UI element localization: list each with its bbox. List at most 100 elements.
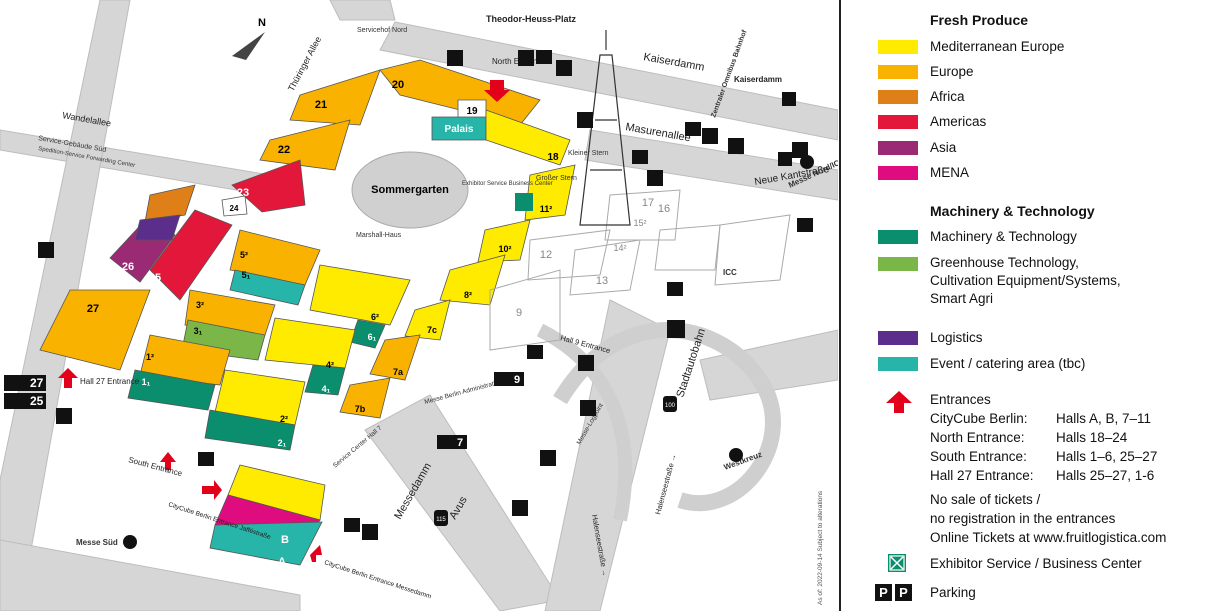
swatch bbox=[878, 115, 918, 129]
interchange-ramp bbox=[536, 323, 633, 522]
north-arrow-icon bbox=[232, 32, 265, 60]
hall-24 bbox=[221, 195, 248, 217]
entrance-row: CityCube Berlin:Halls A, B, 7–11 bbox=[930, 409, 1210, 428]
entrance-arrow-north-icon bbox=[484, 80, 510, 102]
parking-icon bbox=[728, 138, 744, 154]
legend-item-machinery: Machinery & Technology bbox=[878, 227, 1077, 247]
parking-icon bbox=[38, 242, 54, 258]
gate-27-label: 27 bbox=[30, 376, 44, 390]
legend-tickets: No sale of tickets / no registration in … bbox=[930, 490, 1210, 547]
hall-A bbox=[209, 521, 323, 566]
hall-1b bbox=[127, 369, 216, 411]
parking-icon bbox=[578, 355, 594, 371]
place-grosser-stern: Großer Stern bbox=[536, 175, 577, 182]
hall-label-7b: 7b bbox=[355, 404, 366, 414]
road-115-label: 115 bbox=[436, 517, 446, 523]
place-kleiner-stern: Kleiner Stern bbox=[568, 150, 609, 157]
swatch bbox=[878, 331, 918, 345]
place-messe-sued: Messe Süd bbox=[76, 538, 118, 547]
entrance-row: Hall 27 Entrance:Halls 25–27, 1-6 bbox=[930, 466, 1210, 485]
entrance-arrow-citycube1-icon bbox=[202, 480, 222, 500]
parking-icon: P bbox=[895, 584, 912, 601]
legend-item-event: Event / catering area (tbc) bbox=[878, 354, 1085, 374]
hall-label-21: 21 bbox=[315, 99, 327, 111]
hall-label-5: 5² bbox=[240, 250, 248, 260]
exhibition-map[interactable]: Sommergarten N bbox=[0, 0, 847, 612]
entrance-arrow-south-icon bbox=[160, 452, 176, 470]
entrance-label-south: South Entrance bbox=[127, 455, 183, 478]
legend-label: Machinery & Technology bbox=[930, 229, 1077, 244]
hall-label-19: 19 bbox=[466, 106, 478, 117]
legend-line: Smart Agri bbox=[930, 291, 994, 306]
place-icc: ICC bbox=[723, 268, 737, 277]
legend-parking: Parking bbox=[930, 585, 976, 600]
entrance-arrow-icon bbox=[886, 391, 912, 413]
tickets-line: No sale of tickets / bbox=[930, 492, 1041, 507]
place-marshall-haus: Marshall-Haus bbox=[356, 232, 402, 239]
hall-label-10: 10² bbox=[498, 244, 511, 254]
parking-icon bbox=[518, 50, 534, 66]
hall-label-17: 17 bbox=[642, 197, 654, 209]
gate-9-label: 9 bbox=[514, 374, 520, 386]
hall-4b bbox=[304, 364, 346, 396]
gate-25-label: 25 bbox=[30, 394, 44, 408]
swatch bbox=[878, 230, 918, 244]
hall-label-15: 15² bbox=[633, 218, 646, 228]
legend-line: Cultivation Equipment/Systems, bbox=[930, 273, 1121, 288]
hall-label-27: 27 bbox=[87, 303, 99, 315]
parking-icon: P bbox=[875, 584, 892, 601]
legend-label: Mediterranean Europe bbox=[930, 39, 1065, 54]
hall-25 bbox=[149, 209, 233, 301]
interchange-loop bbox=[553, 322, 781, 512]
street-kaiserdamm: Kaiserdamm bbox=[642, 51, 705, 74]
road-100-label: 100 bbox=[665, 403, 676, 409]
bus-icon bbox=[536, 50, 552, 64]
hall-label-palais: Palais bbox=[445, 124, 474, 135]
hall-label-2b: 2₁ bbox=[278, 438, 287, 448]
hall-label-24: 24 bbox=[230, 204, 239, 213]
taxi-icon bbox=[685, 122, 701, 136]
hall-label-9: 9 bbox=[516, 307, 522, 319]
legend-fresh-title: Fresh Produce bbox=[930, 12, 1029, 28]
legend-label: MENA bbox=[930, 165, 970, 180]
legend-item-greenhouse: Greenhouse Technology, Cultivation Equip… bbox=[878, 254, 1121, 312]
hall-22 bbox=[259, 119, 351, 171]
entrance-label-hall27: Hall 27 Entrance bbox=[80, 377, 140, 386]
hall-8 bbox=[439, 254, 506, 306]
place-exhibitor-service: Exhibitor Service Business Center bbox=[462, 181, 553, 187]
swatch bbox=[878, 40, 918, 54]
swatch bbox=[878, 357, 918, 371]
north-label: N bbox=[258, 17, 266, 29]
hall-7b bbox=[339, 377, 391, 419]
legend-entrances-title: Entrances bbox=[930, 392, 991, 407]
street-theodor-heuss: Theodor-Heuss-Platz bbox=[486, 14, 577, 24]
entrance-label-citycube-messedamm: CityCube Berlin Entrance Messedamm bbox=[323, 559, 432, 600]
hall-label-1: 1² bbox=[146, 352, 154, 362]
bus-icon bbox=[797, 218, 813, 232]
outline-halls bbox=[489, 189, 791, 351]
hall-label-B: B bbox=[281, 534, 289, 546]
hall-label-25: 25 bbox=[149, 272, 161, 284]
hall-label-7a: 7a bbox=[393, 367, 404, 377]
parking-icon bbox=[512, 500, 528, 516]
hall-7c bbox=[404, 299, 451, 341]
legend-label: Americas bbox=[930, 114, 987, 129]
street-thueringer-allee: Thüringer Allee bbox=[286, 35, 323, 93]
parking-icon bbox=[56, 408, 72, 424]
parking-icon bbox=[667, 320, 685, 338]
bus-icon bbox=[632, 150, 648, 164]
hall-7a bbox=[369, 334, 421, 381]
hall-label-8: 8² bbox=[464, 290, 472, 300]
u-bahn-icon bbox=[782, 92, 796, 106]
legend-exhibitor-service: Exhibitor Service / Business Center bbox=[930, 556, 1142, 571]
s-bahn-icon bbox=[123, 535, 137, 549]
entrance-row: North Entrance:Halls 18–24 bbox=[930, 428, 1210, 447]
gate-25-sign bbox=[4, 393, 46, 409]
parking-icon bbox=[702, 128, 718, 144]
legend-entrances: Entrances CityCube Berlin:Halls A, B, 7–… bbox=[930, 390, 1210, 485]
gate-7-label: 7 bbox=[457, 437, 463, 449]
hall-label-6b: 6₁ bbox=[368, 332, 377, 342]
tickets-line[interactable]: Online Tickets at www.fruitlogistica.com bbox=[930, 530, 1167, 545]
gate-7-sign bbox=[437, 435, 467, 449]
